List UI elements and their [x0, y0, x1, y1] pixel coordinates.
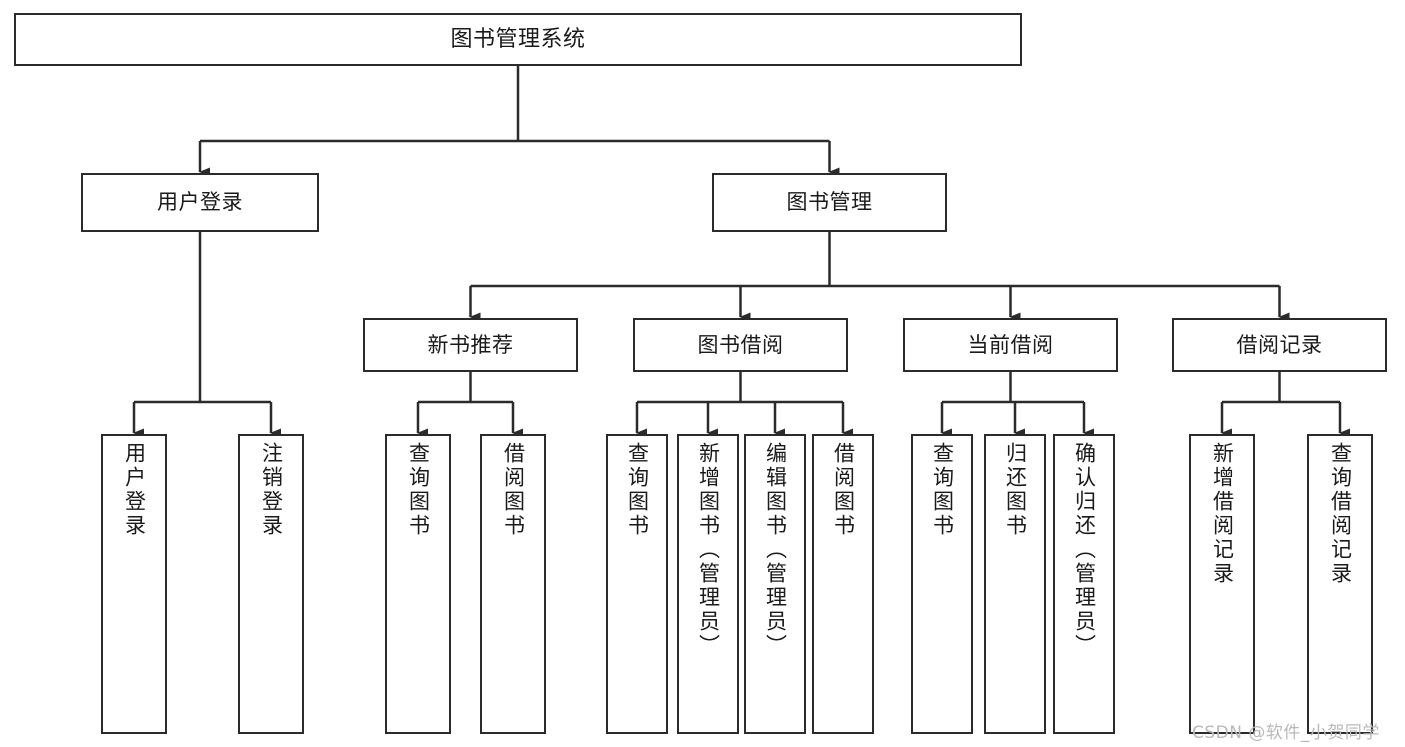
node-leaf-query-book-1[interactable]: 查询图书	[385, 434, 451, 734]
node-label-leaf-query-record: 查询借阅记录	[1328, 442, 1353, 586]
edges-group	[132, 66, 1350, 438]
node-leaf-query-book-3[interactable]: 查询图书	[911, 434, 973, 734]
node-leaf-edit-book[interactable]: 编辑图书（管理员）	[744, 434, 806, 734]
node-label-leaf-borrow-book-2: 借阅图书	[831, 442, 856, 538]
node-label-leaf-add-record: 新增借阅记录	[1210, 442, 1235, 586]
node-label-root: 图书管理系统	[450, 26, 586, 52]
node-current-borrow[interactable]: 当前借阅	[903, 318, 1118, 372]
node-label-leaf-confirm-return: 确认归还（管理员）	[1072, 442, 1097, 658]
node-leaf-user-logout[interactable]: 注销登录	[238, 434, 304, 734]
node-leaf-borrow-book-1[interactable]: 借阅图书	[480, 434, 546, 734]
node-label-leaf-user-logout: 注销登录	[259, 442, 284, 538]
node-label-user-login: 用户登录	[157, 190, 243, 214]
node-book-borrow[interactable]: 图书借阅	[633, 318, 848, 372]
node-label-leaf-query-book-3: 查询图书	[930, 442, 955, 538]
node-label-leaf-query-book-2: 查询图书	[625, 442, 650, 538]
node-leaf-query-book-2[interactable]: 查询图书	[606, 434, 668, 734]
node-root[interactable]: 图书管理系统	[14, 13, 1022, 66]
node-label-leaf-user-login: 用户登录	[122, 442, 147, 538]
node-label-book-manage: 图书管理	[786, 190, 873, 214]
node-label-leaf-borrow-book-1: 借阅图书	[501, 442, 526, 538]
node-user-login[interactable]: 用户登录	[81, 173, 319, 232]
node-borrow-record[interactable]: 借阅记录	[1172, 318, 1387, 372]
node-leaf-user-login[interactable]: 用户登录	[101, 434, 167, 734]
node-label-new-book-rec: 新书推荐	[427, 332, 514, 357]
node-label-leaf-edit-book: 编辑图书（管理员）	[763, 442, 788, 658]
node-leaf-borrow-book-2[interactable]: 借阅图书	[812, 434, 874, 734]
node-label-leaf-query-book-1: 查询图书	[406, 442, 431, 538]
node-label-current-borrow: 当前借阅	[967, 332, 1054, 357]
node-label-borrow-record: 借阅记录	[1236, 332, 1323, 357]
node-book-manage[interactable]: 图书管理	[712, 173, 947, 232]
node-leaf-return-book[interactable]: 归还图书	[984, 434, 1046, 734]
node-leaf-add-book[interactable]: 新增图书（管理员）	[677, 434, 739, 734]
node-label-leaf-add-book: 新增图书（管理员）	[696, 442, 721, 658]
node-leaf-add-record[interactable]: 新增借阅记录	[1189, 434, 1255, 734]
node-new-book-rec[interactable]: 新书推荐	[363, 318, 578, 372]
node-label-leaf-return-book: 归还图书	[1003, 442, 1028, 538]
node-leaf-confirm-return[interactable]: 确认归还（管理员）	[1053, 434, 1115, 734]
node-leaf-query-record[interactable]: 查询借阅记录	[1307, 434, 1373, 734]
node-label-book-borrow: 图书借阅	[697, 332, 784, 357]
